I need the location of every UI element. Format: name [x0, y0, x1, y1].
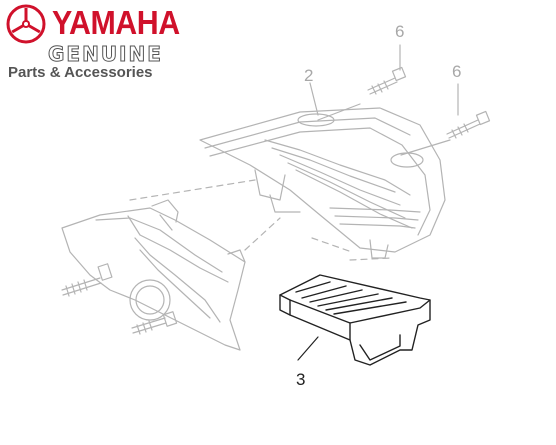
part-6-bolt-right: [446, 110, 491, 139]
tagline: Parts & Accessories: [8, 64, 153, 81]
yamaha-logo: YAMAHA GENUINE Parts & Accessories: [6, 4, 196, 84]
yamaha-tuning-fork-emblem: [6, 4, 46, 44]
part-6-bolt-upper: [367, 66, 407, 95]
brand-name: YAMAHA: [52, 4, 180, 41]
callout-6-right: 6: [452, 62, 462, 81]
callout-6-upper: 6: [395, 22, 405, 41]
callout-3: 3: [296, 370, 306, 389]
bracket-bolt-left: [61, 263, 113, 297]
part-2-tail-cover: [199, 107, 446, 259]
callout-2: 2: [304, 66, 314, 85]
bracket-bolt-bottom: [131, 311, 178, 335]
rear-frame-bracket: [61, 199, 246, 351]
part-3-reflector-plate: [279, 274, 431, 366]
genuine-label: GENUINE: [48, 42, 163, 67]
